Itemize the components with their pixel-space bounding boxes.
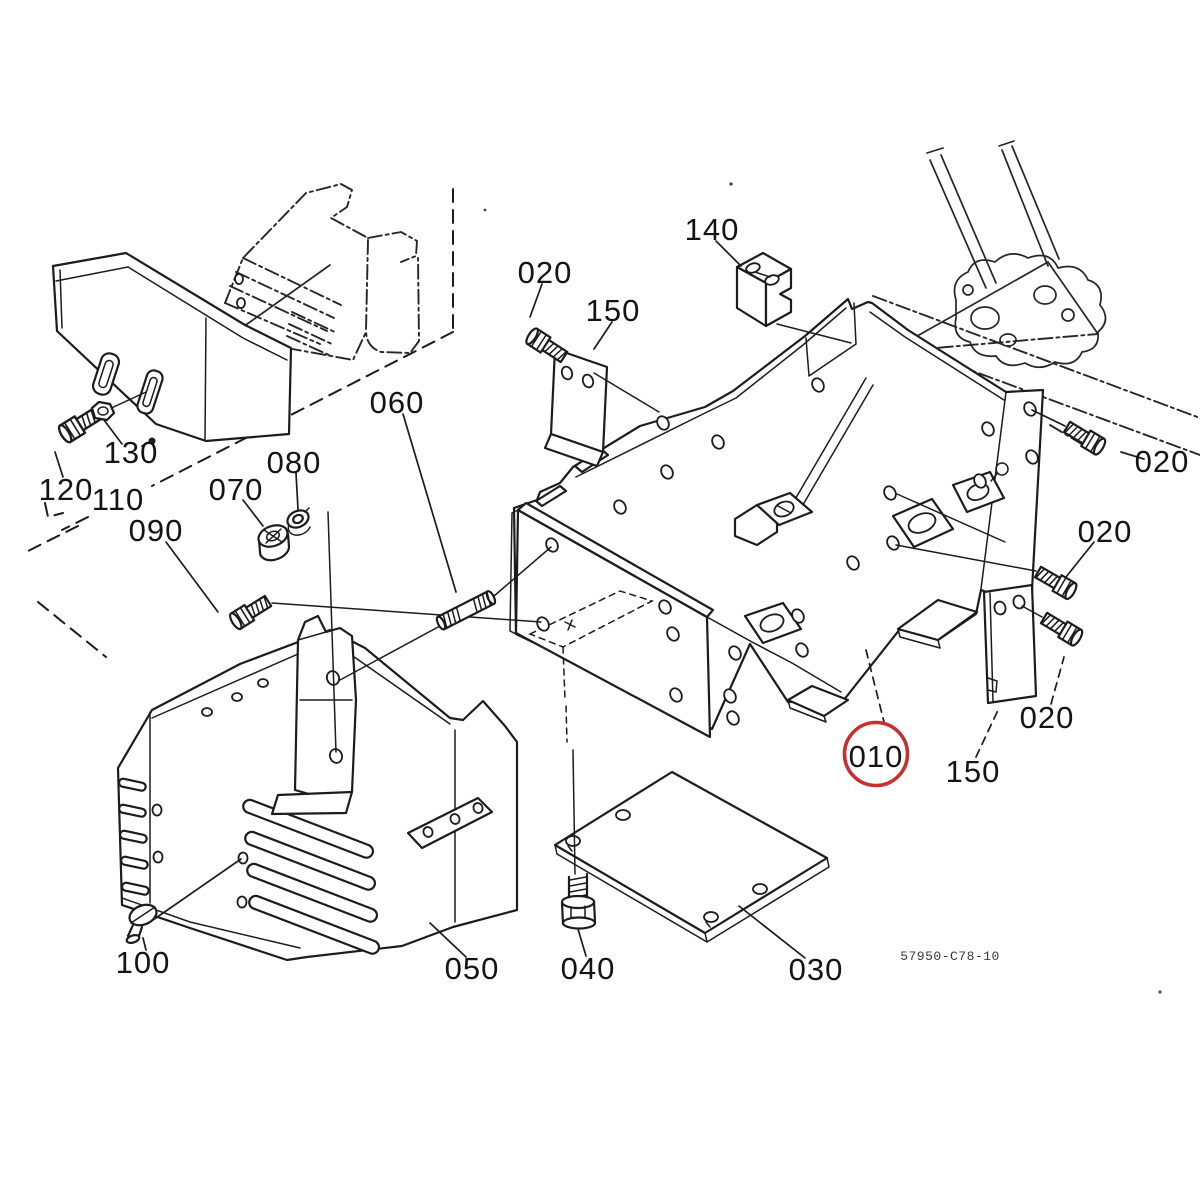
washer-080: [286, 507, 311, 536]
callout-020-right-upper[interactable]: 020: [1135, 444, 1190, 479]
callout-070[interactable]: 070: [209, 472, 264, 507]
spacer-140: [735, 251, 852, 344]
callout-050[interactable]: 050: [445, 951, 500, 986]
callout-120[interactable]: 120: [39, 472, 94, 507]
callout-090[interactable]: 090: [129, 513, 184, 548]
phantom-transmission: [861, 140, 1200, 456]
bolt-040: [560, 872, 597, 930]
bolt-090: [226, 592, 274, 632]
stud-060: [435, 590, 497, 631]
callout-110[interactable]: 110: [92, 482, 144, 517]
leader-lines: [54, 240, 1145, 959]
part-main-frame-010: [509, 297, 1045, 743]
callout-020-right-mid[interactable]: 020: [1078, 514, 1133, 549]
axis-lines-left: [271, 546, 552, 681]
paper-specks: [483, 182, 1162, 994]
nut-070: [257, 524, 291, 562]
callout-150-top[interactable]: 150: [586, 293, 641, 328]
axis-line-cover-bracket: [327, 511, 337, 753]
callout-140[interactable]: 140: [685, 212, 740, 247]
part-plate-030: [553, 770, 830, 943]
callout-040[interactable]: 040: [561, 951, 616, 986]
cover-louvers-left: [117, 777, 150, 896]
frame-holes: [536, 377, 1039, 726]
callout-060[interactable]: 060: [370, 385, 425, 420]
callout-020-right-lower[interactable]: 020: [1020, 700, 1075, 735]
callouts: 140 020 150 020 020 020 150 010 060 080 …: [39, 212, 1190, 987]
callout-080[interactable]: 080: [267, 445, 322, 480]
bolt-020-right-lower: [1038, 609, 1086, 649]
bolt-020-right-upper: [1061, 418, 1109, 458]
group-boundary-dashed: [21, 188, 454, 658]
plug-100: [125, 903, 158, 944]
part-cover-050: [116, 614, 519, 962]
callout-130[interactable]: 130: [104, 435, 159, 470]
bolt-020-top: [523, 325, 571, 366]
bracket-150-top: [543, 347, 660, 468]
callout-010-selected[interactable]: 010: [849, 739, 904, 774]
axis-line-040: [572, 749, 576, 875]
drawing-number: 57950-C78-10: [900, 949, 1000, 964]
bracket-150-right: [982, 583, 1043, 705]
callout-030[interactable]: 030: [789, 952, 844, 987]
callout-020-top[interactable]: 020: [518, 255, 573, 290]
selected-part-ring: [842, 720, 910, 788]
callout-150-right[interactable]: 150: [946, 754, 1001, 789]
callout-100[interactable]: 100: [116, 945, 171, 980]
phantom-front-support: [224, 183, 420, 361]
nut-130: [90, 400, 116, 422]
